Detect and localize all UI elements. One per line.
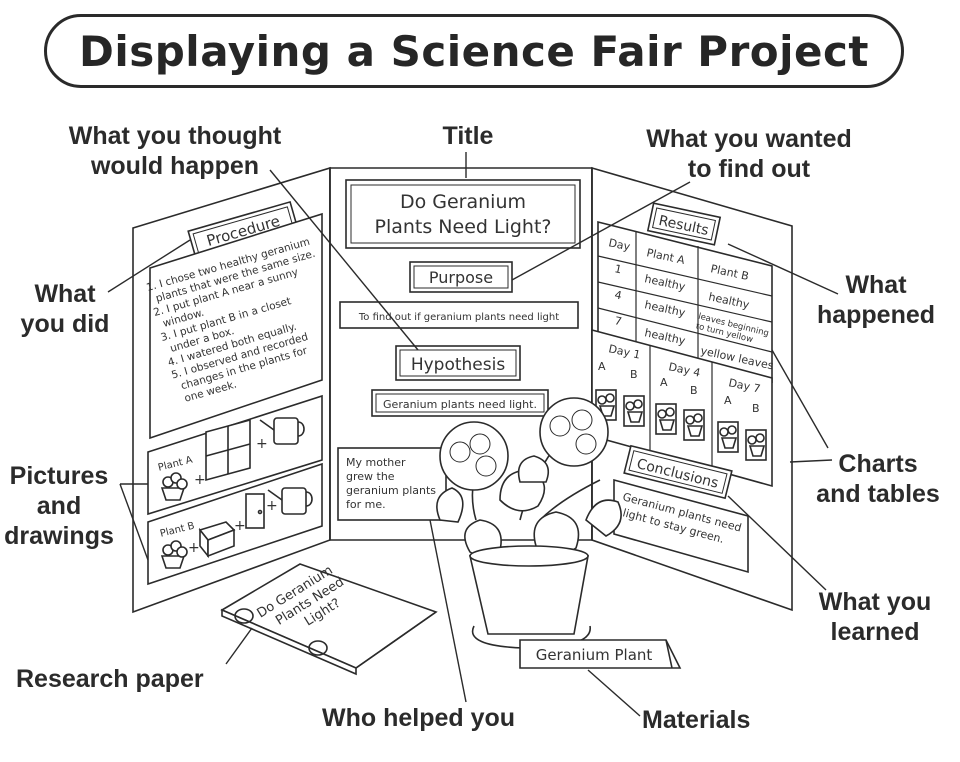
- plant-sign-text: Geranium Plant: [536, 646, 653, 664]
- callout-what-you-did: What you did: [20, 280, 110, 338]
- ab-label: A: [598, 360, 606, 373]
- callout-what-you-thought: What you thought would happen: [68, 122, 282, 180]
- callout-leader-lines: [107, 152, 839, 717]
- results-cell: 7: [613, 314, 623, 328]
- window-icon: [205, 418, 251, 482]
- callout-what-you-wanted: What you wanted to find out: [646, 125, 852, 183]
- results-cell: 4: [613, 288, 623, 302]
- potted-plant-icon: [717, 421, 739, 453]
- binder-ring-icon: [308, 640, 328, 656]
- potted-plant-icon: [623, 395, 645, 427]
- svg-text:+: +: [188, 540, 200, 556]
- hypothesis-heading: Hypothesis: [411, 355, 506, 375]
- potted-plant-icon: [160, 472, 188, 501]
- purpose-heading-box: Purpose: [409, 261, 513, 293]
- hypothesis-text: Geranium plants need light.: [383, 398, 537, 411]
- svg-text:+: +: [256, 436, 268, 452]
- ab-label: B: [752, 402, 760, 415]
- box-icon: [198, 521, 236, 559]
- callout-charts: Charts and tables: [816, 450, 940, 508]
- helper-note-line: grew the: [346, 470, 395, 483]
- ab-label: B: [690, 384, 698, 397]
- procedure-box: [149, 212, 323, 440]
- project-title-line: Plants Need Light?: [374, 216, 551, 238]
- potted-plant-icon: [683, 409, 705, 441]
- binder-ring-icon: [234, 608, 254, 624]
- callout-who-helped: Who helped you: [322, 704, 516, 732]
- callout-pictures: Pictures and drawings: [4, 462, 114, 550]
- callout-what-you-learned: What you learned: [818, 588, 932, 646]
- purpose-text: To find out if geranium plants need ligh…: [358, 312, 559, 323]
- project-title-box: Do Geranium Plants Need Light?: [345, 179, 581, 249]
- hypothesis-text-box: Geranium plants need light.: [371, 389, 549, 417]
- results-cell: 1: [613, 262, 623, 276]
- watering-can-icon: [259, 417, 305, 445]
- plant-b-picture-strip: [147, 462, 323, 586]
- ab-label: A: [660, 376, 668, 389]
- potted-plant-icon: [655, 403, 677, 435]
- ab-label: A: [724, 394, 732, 407]
- svg-text:+: +: [266, 498, 278, 514]
- callout-research-paper: Research paper: [16, 665, 204, 693]
- geranium-plant: [436, 397, 622, 558]
- watering-can-icon: [267, 487, 313, 515]
- hypothesis-heading-box: Hypothesis: [395, 345, 521, 381]
- potted-plant-icon: [160, 540, 188, 569]
- svg-text:+: +: [234, 518, 246, 534]
- results-heading-box: Results: [646, 202, 722, 246]
- callout-what-happened: What happened: [816, 271, 936, 329]
- title-banner: Displaying a Science Fair Project: [44, 14, 904, 88]
- svg-text:+: +: [194, 472, 206, 488]
- potted-plant-icon: [745, 429, 767, 461]
- project-title-line: Do Geranium: [400, 191, 526, 213]
- helper-note-box: My mother grew the geranium plants for m…: [337, 447, 447, 521]
- purpose-text-box: To find out if geranium plants need ligh…: [339, 301, 579, 329]
- purpose-heading: Purpose: [429, 268, 493, 287]
- callout-materials: Materials: [642, 706, 751, 734]
- ab-label: B: [630, 368, 638, 381]
- closet-door-icon: [245, 493, 265, 529]
- helper-note-line: My mother: [346, 456, 406, 469]
- callout-title: Title: [442, 122, 494, 150]
- research-paper: Do Geranium Plants Need Light?: [220, 563, 438, 676]
- plant-sign: Geranium Plant: [519, 639, 682, 669]
- helper-note-line: for me.: [346, 498, 386, 511]
- flower-pot: [468, 545, 591, 649]
- helper-note-line: geranium plants: [346, 484, 436, 497]
- results-header-day: Day: [607, 236, 631, 253]
- page-title: Displaying a Science Fair Project: [78, 26, 870, 76]
